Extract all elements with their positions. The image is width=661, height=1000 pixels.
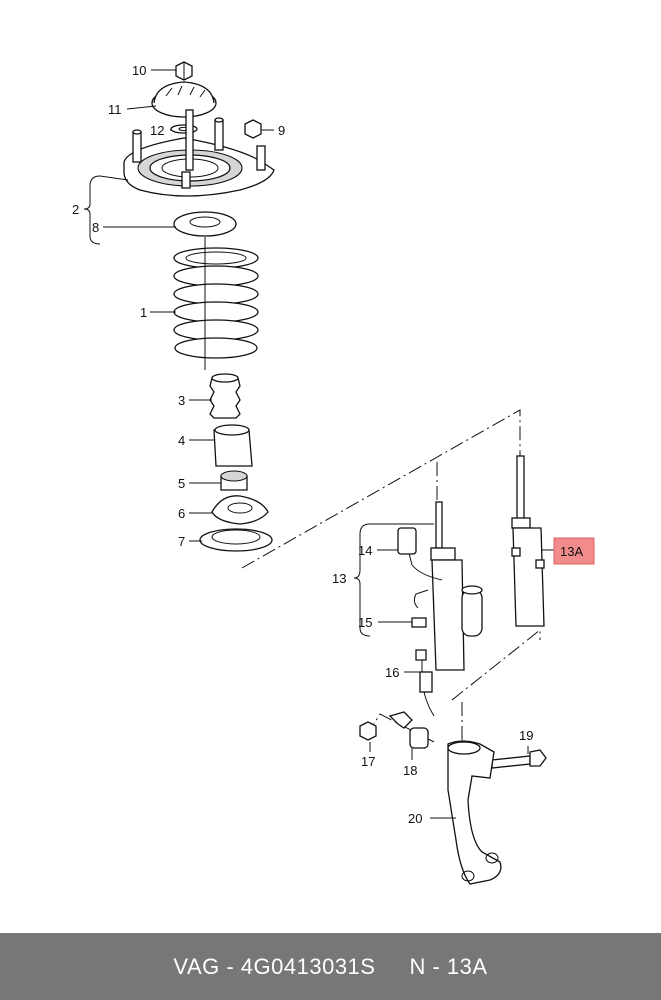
callout-7: 7 xyxy=(178,534,185,549)
callout-13: 13 xyxy=(332,571,346,586)
strut-mount-part xyxy=(123,109,275,197)
callout-10: 10 xyxy=(132,63,146,78)
callout-6: 6 xyxy=(178,506,185,521)
brace-2 xyxy=(83,175,101,245)
footer-reference: N - 13A xyxy=(409,953,488,979)
footer-text: VAG - 4G0413031S N - 13A xyxy=(173,954,487,980)
footer-part-number: VAG - 4G0413031S xyxy=(173,953,376,979)
callout-20: 20 xyxy=(408,811,422,826)
callout-8: 8 xyxy=(92,220,99,235)
footer-bar: VAG - 4G0413031S N - 13A xyxy=(0,933,661,1000)
highlight-13a-box xyxy=(553,537,595,565)
assembly-line-lower xyxy=(451,628,541,701)
callout-11: 11 xyxy=(108,102,122,117)
leader-2-top xyxy=(99,175,129,181)
dust-cap-part xyxy=(151,81,217,118)
brace-13 xyxy=(353,523,371,637)
callout-13a: 13A xyxy=(560,544,583,559)
coil-spring-part xyxy=(173,237,259,370)
callout-9: 9 xyxy=(278,123,285,138)
bracket-part xyxy=(388,711,429,749)
callout-14: 14 xyxy=(358,543,372,558)
spring-seat-part xyxy=(173,211,237,237)
bump-stop-part xyxy=(209,373,241,419)
protective-sleeve-part xyxy=(213,424,253,467)
callout-2: 2 xyxy=(72,202,79,217)
shock-absorber-13a-part xyxy=(511,455,545,627)
top-nut-part xyxy=(175,61,193,81)
lower-spring-seat-part xyxy=(211,495,269,525)
shock-absorber-assembly-part xyxy=(397,501,483,717)
callout-5: 5 xyxy=(178,476,185,491)
callout-19: 19 xyxy=(519,728,533,743)
flange-nut-part xyxy=(244,119,262,139)
exploded-parts-diagram: 10 11 12 9 2 8 1 3 4 5 6 7 13 14 15 16 1… xyxy=(72,61,595,885)
callout-12: 12 xyxy=(150,123,164,138)
nut-part xyxy=(359,721,377,741)
callout-17: 17 xyxy=(361,754,375,769)
callout-1: 1 xyxy=(140,305,147,320)
bolt-part xyxy=(491,749,547,769)
callout-18: 18 xyxy=(403,763,417,778)
gasket-ring-part xyxy=(199,528,273,552)
callout-15: 15 xyxy=(358,615,372,630)
callout-4: 4 xyxy=(178,433,185,448)
leader-11 xyxy=(126,105,157,110)
callout-16: 16 xyxy=(385,665,399,680)
bearing-part xyxy=(220,470,248,491)
assembly-line-upper xyxy=(241,409,521,569)
fork-part xyxy=(447,740,502,885)
callout-3: 3 xyxy=(178,393,185,408)
